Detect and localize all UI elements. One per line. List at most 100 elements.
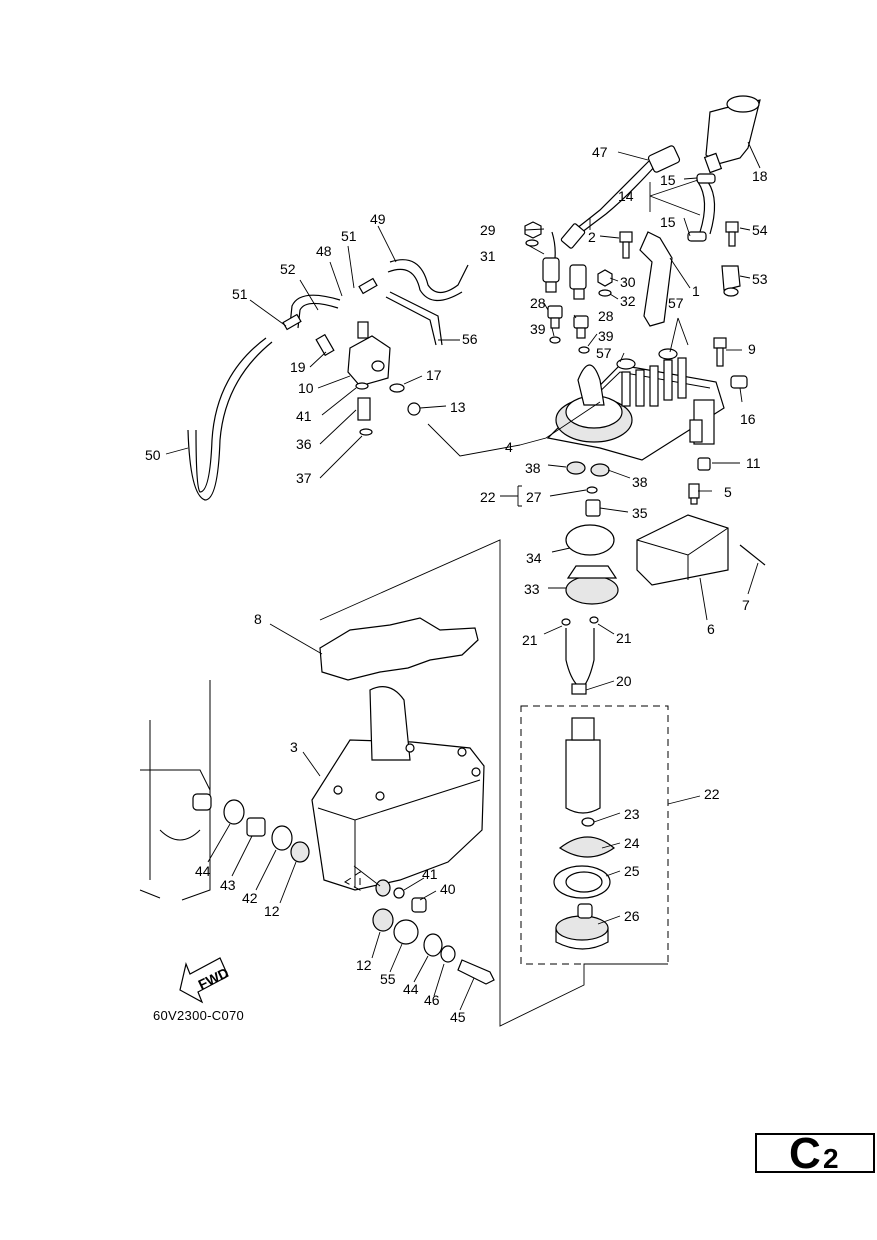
callout-40: 40 — [440, 881, 456, 897]
callout-12b: 12 — [264, 903, 280, 919]
callout-1: 1 — [692, 283, 700, 299]
callout-24: 24 — [624, 835, 640, 851]
fuel-pump-assembly-22 — [520, 705, 669, 965]
callout-49: 49 — [370, 211, 386, 227]
callout-16: 16 — [740, 411, 756, 427]
callout-23: 23 — [624, 806, 640, 822]
callout-7: 7 — [742, 597, 750, 613]
fuel-filter — [703, 95, 761, 174]
seal-34-float-33 — [565, 524, 619, 605]
callout-29: 29 — [480, 222, 496, 238]
callout-27: 27 — [526, 489, 542, 505]
callout-20: 20 — [616, 673, 632, 689]
callout-22b: 22 — [704, 786, 720, 802]
callout-56: 56 — [462, 331, 478, 347]
callout-41b: 41 — [296, 408, 312, 424]
sensor-parts-29-32 — [524, 221, 613, 300]
callout-37: 37 — [296, 470, 312, 486]
page-badge-number: 2 — [823, 1143, 839, 1174]
callout-28a: 28 — [530, 295, 546, 311]
callout-15a: 15 — [660, 172, 676, 188]
callout-32: 32 — [620, 293, 636, 309]
callout-47: 47 — [592, 144, 608, 160]
callout-43: 43 — [220, 877, 236, 893]
callout-50: 50 — [145, 447, 161, 463]
callout-36: 36 — [296, 436, 312, 452]
callout-19: 19 — [290, 359, 306, 375]
callout-48: 48 — [316, 243, 332, 259]
callout-42: 42 — [242, 890, 258, 906]
callout-41a: 41 — [422, 866, 438, 882]
vapor-separator-cover-4 — [546, 357, 725, 461]
callout-38b: 38 — [632, 474, 648, 490]
callout-53: 53 — [752, 271, 768, 287]
bolt-2 — [619, 231, 633, 259]
page-badge-letter: C — [789, 1129, 821, 1178]
callout-45: 45 — [450, 1009, 466, 1025]
callout-46: 46 — [424, 992, 440, 1008]
callout-25: 25 — [624, 863, 640, 879]
vapor-separator-body-3 — [311, 686, 485, 891]
left-fittings-44-43-42-12 — [223, 799, 310, 863]
callout-34: 34 — [526, 550, 542, 566]
diagram-code: 60V2300-C070 — [153, 1008, 245, 1023]
callout-52: 52 — [280, 261, 296, 277]
callout-5: 5 — [724, 484, 732, 500]
page-badge: C 2 — [755, 1129, 875, 1178]
callout-21a: 21 — [522, 632, 538, 648]
callout-55: 55 — [380, 971, 396, 987]
fwd-arrow-icon: FWD — [179, 957, 231, 1004]
callout-14: 14 — [618, 188, 634, 204]
callout-54: 54 — [752, 222, 768, 238]
callout-44a: 44 — [195, 863, 211, 879]
callout-6: 6 — [707, 621, 715, 637]
left-hoses — [187, 259, 469, 501]
callout-38a: 38 — [525, 460, 541, 476]
callout-57b: 57 — [668, 295, 684, 311]
bracket-1 — [639, 231, 673, 327]
callout-9: 9 — [748, 341, 756, 357]
fittings-28 — [547, 305, 589, 339]
o-ring-39a — [549, 336, 561, 344]
callout-3: 3 — [290, 739, 298, 755]
callout-28b: 28 — [598, 308, 614, 324]
callout-15b: 15 — [660, 214, 676, 230]
callout-57a: 57 — [596, 345, 612, 361]
callout-17: 17 — [426, 367, 442, 383]
callout-labels: 1 2 3 4 5 6 7 8 9 10 11 12 12 13 14 15 1… — [145, 144, 768, 1025]
lower-fittings — [372, 879, 495, 985]
o-ring-39b — [578, 346, 590, 354]
callout-11: 11 — [746, 455, 761, 471]
pressure-regulator-10 — [315, 321, 421, 436]
callout-2: 2 — [588, 229, 596, 245]
callout-51a: 51 — [341, 228, 357, 244]
callout-44b: 44 — [403, 981, 419, 997]
callout-22a: 22 — [480, 489, 496, 505]
callout-13: 13 — [450, 399, 466, 415]
gasket-8 — [319, 617, 479, 681]
callout-10: 10 — [298, 380, 314, 396]
callout-39a: 39 — [530, 321, 546, 337]
callout-35: 35 — [632, 505, 648, 521]
module-6-rod-7 — [636, 514, 766, 586]
callout-39b: 39 — [598, 328, 614, 344]
leader-lines — [165, 141, 761, 1027]
pump-leads-20-21 — [561, 616, 599, 695]
callout-30: 30 — [620, 274, 636, 290]
grommets-38-27-35 — [566, 461, 610, 517]
callout-26: 26 — [624, 908, 640, 924]
callout-4: 4 — [505, 439, 513, 455]
fuel-hose-14 — [687, 173, 716, 242]
callout-18: 18 — [752, 168, 768, 184]
engine-block-fragment — [139, 680, 212, 901]
parts-57-9-16 — [616, 337, 748, 389]
callout-12a: 12 — [356, 957, 372, 973]
callout-21b: 21 — [616, 630, 632, 646]
callout-33: 33 — [524, 581, 540, 597]
parts-11-5 — [688, 457, 711, 505]
wire-harness-47 — [560, 145, 681, 249]
callout-8: 8 — [254, 611, 262, 627]
callout-51b: 51 — [232, 286, 248, 302]
callout-31: 31 — [480, 248, 496, 264]
